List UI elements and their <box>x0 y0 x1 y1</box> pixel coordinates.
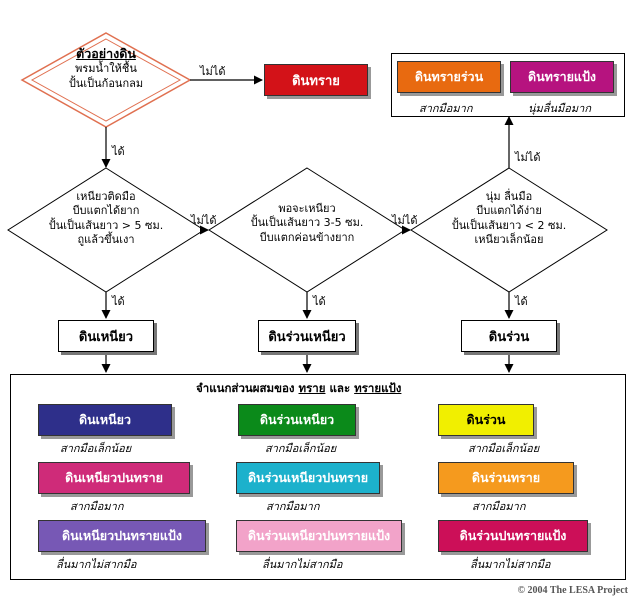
yes-label-d1: ได้ <box>112 295 125 308</box>
class-sandy-clay: ดินเหนียวปนทราย <box>38 462 190 494</box>
no-label-d3: ไม่ได้ <box>515 151 541 164</box>
panel-title-silt: ทรายแป้ง <box>354 381 402 395</box>
class-silty-sandy-loam-note: ลื่นมากไม่สากมือ <box>470 558 551 571</box>
class-loam: ดินร่วน <box>438 404 534 436</box>
result-loamy-sand: ดินทรายแป้ง <box>510 61 614 93</box>
panel-title-sand: ทราย <box>298 381 326 395</box>
decision-3-text: นุ่ม ลื่นมือ บีบแตกได้ง่าย ปั้นเป็นเส้นย… <box>439 190 579 247</box>
no-label-d2: ไม่ได้ <box>392 214 418 227</box>
class-silty-sandy-clay: ดินเหนียวปนทรายแป้ง <box>38 520 206 552</box>
d3-line-1: นุ่ม ลื่นมือ <box>485 190 533 203</box>
class-clay-loam: ดินร่วนเหนียว <box>238 404 356 436</box>
class-silty-sandy-clay-note: ลื่นมากไม่สากมือ <box>56 558 137 571</box>
decision-1-text: เหนียวติดมือ บีบแตกได้ยาก ปั้นเป็นเส้นยา… <box>36 190 176 247</box>
d2-line-2: ปั้นเป็นเส้นยาว 3-5 ซม. <box>250 216 364 230</box>
note-sandy-loam: สากมือมาก <box>419 102 473 115</box>
class-silty-sandy-clay-loam: ดินร่วนเหนียวปนทรายแป้ง <box>236 520 402 552</box>
result-loam: ดินร่วน <box>461 320 557 352</box>
yes-label-d2: ได้ <box>313 295 326 308</box>
d2-line-1: พอจะเหนียว <box>278 202 336 215</box>
class-clay: ดินเหนียว <box>38 404 172 436</box>
start-line-2: ปั้นเป็นก้อนกลม <box>68 76 144 90</box>
no-label-d1: ไม่ได้ <box>191 214 217 227</box>
class-clay-note: สากมือเล็กน้อย <box>60 442 132 455</box>
class-loam-note: สากมือเล็กน้อย <box>468 442 540 455</box>
decision-2-text: พอจะเหนียว ปั้นเป็นเส้นยาว 3-5 ซม. บีบแต… <box>237 202 377 245</box>
result-clay: ดินเหนียว <box>58 320 154 352</box>
panel-title: จำแนกส่วนผสมของ ทราย และ ทรายแป้ง <box>196 380 401 398</box>
d1-line-4: ถูแล้วขึ้นเงา <box>77 232 135 246</box>
result-sand: ดินทราย <box>264 64 368 96</box>
result-sandy-loam: ดินทรายร่วน <box>397 61 501 93</box>
class-sandy-loam-note: สากมือมาก <box>472 500 526 513</box>
d1-line-1: เหนียวติดมือ <box>76 190 136 203</box>
class-sandy-clay-loam: ดินร่วนเหนียวปนทราย <box>236 462 380 494</box>
d1-line-2: บีบแตกได้ยาก <box>72 204 140 218</box>
yes-label-d3: ได้ <box>515 295 528 308</box>
yes-label-start: ได้ <box>112 145 125 158</box>
start-diamond-text: ตัวอย่างดิน พรมน้ำให้ชื้น ปั้นเป็นก้อนกล… <box>46 46 166 91</box>
class-silty-sandy-loam: ดินร่วนปนทรายแป้ง <box>438 520 588 552</box>
result-clay-loam: ดินร่วนเหนียว <box>258 320 356 352</box>
class-sandy-loam: ดินร่วนทราย <box>438 462 574 494</box>
start-title: ตัวอย่างดิน <box>76 46 136 61</box>
d3-line-3: ปั้นเป็นเส้นยาว < 2 ซม. <box>451 218 567 232</box>
d1-line-3: ปั้นเป็นเส้นยาว > 5 ซม. <box>48 218 164 232</box>
note-loamy-sand: นุ่มลื่นมือมาก <box>528 102 591 115</box>
no-label-start: ไม่ได้ <box>200 65 226 78</box>
class-sandy-clay-loam-note: สากมือมาก <box>266 500 320 513</box>
class-clay-loam-note: สากมือเล็กน้อย <box>265 442 337 455</box>
copyright: © 2004 The LESA Project <box>517 585 628 596</box>
panel-title-and: และ <box>329 381 351 395</box>
start-line-1: พรมน้ำให้ชื้น <box>75 62 137 76</box>
d2-line-3: บีบแตกค่อนข้างยาก <box>259 230 355 244</box>
d3-line-4: เหนียวเล็กน้อย <box>474 232 544 246</box>
d3-line-2: บีบแตกได้ง่าย <box>476 204 542 218</box>
panel-title-prefix: จำแนกส่วนผสมของ <box>196 381 295 395</box>
class-sandy-clay-note: สากมือมาก <box>70 500 124 513</box>
class-silty-sandy-clay-loam-note: ลื่นมากไม่สากมือ <box>262 558 343 571</box>
